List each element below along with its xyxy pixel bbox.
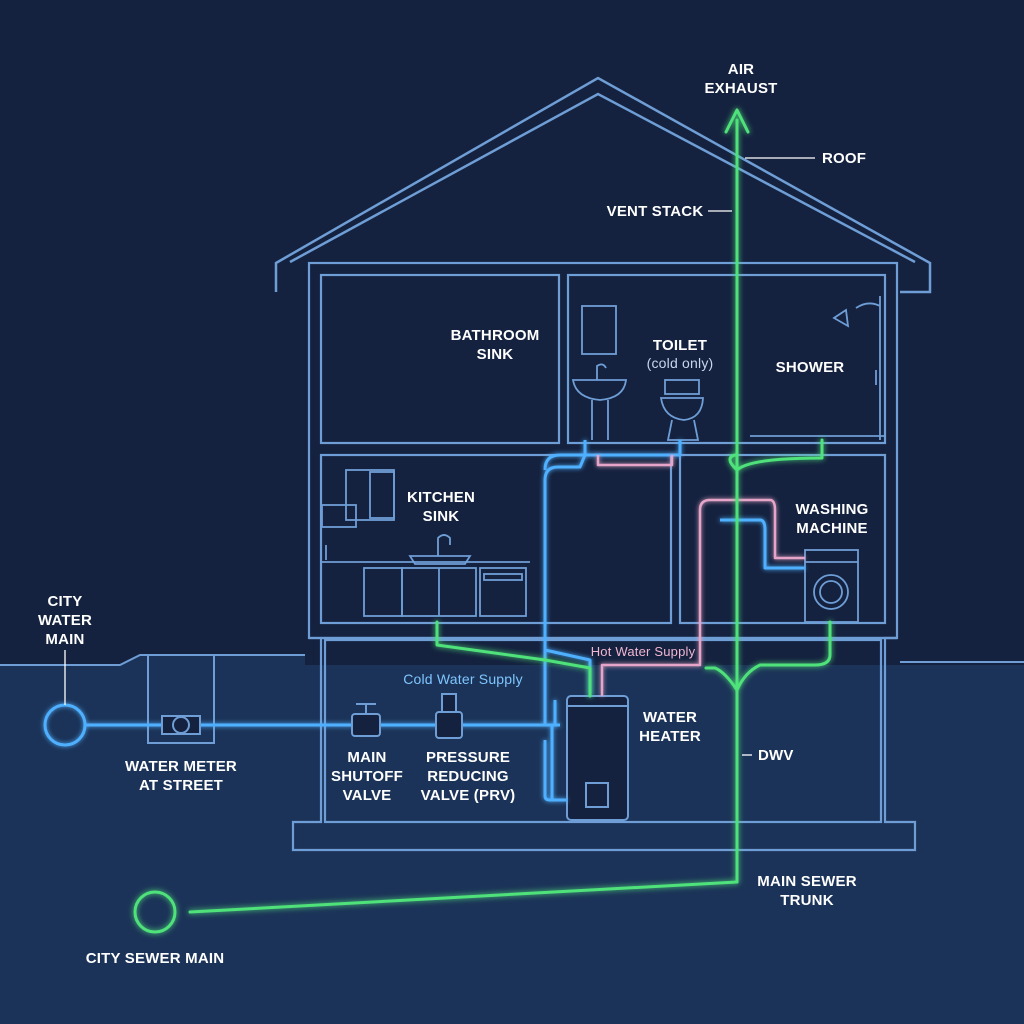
leader-lines bbox=[64, 157, 815, 756]
valves bbox=[161, 693, 463, 739]
kitchen-cabinets bbox=[321, 469, 530, 617]
house-structure bbox=[291, 261, 917, 852]
dwv-label: DWV bbox=[758, 747, 794, 764]
meter-pit bbox=[146, 654, 216, 744]
city-sewer-main-label: CITY SEWER MAIN bbox=[85, 950, 225, 967]
ground bbox=[0, 655, 1024, 1024]
washing-machine-graphic bbox=[804, 549, 859, 623]
hot-water-supply-label: Hot Water Supply bbox=[590, 644, 696, 659]
water-heater-graphic bbox=[566, 695, 629, 821]
hot-water-pipes bbox=[596, 455, 805, 696]
roof bbox=[274, 76, 932, 294]
cold-water-supply-label: Cold Water Supply bbox=[403, 671, 523, 687]
drain-vent-pipes bbox=[133, 108, 832, 934]
ground-line bbox=[0, 654, 305, 666]
bathroom-fixtures bbox=[571, 296, 885, 441]
vent-stack-label: VENT STACK bbox=[606, 203, 704, 220]
roof-label: ROOF bbox=[822, 150, 867, 167]
shower-label: SHOWER bbox=[775, 359, 845, 376]
toilet-note-label: (cold only) bbox=[646, 355, 714, 371]
toilet-label: TOILET bbox=[652, 337, 708, 354]
